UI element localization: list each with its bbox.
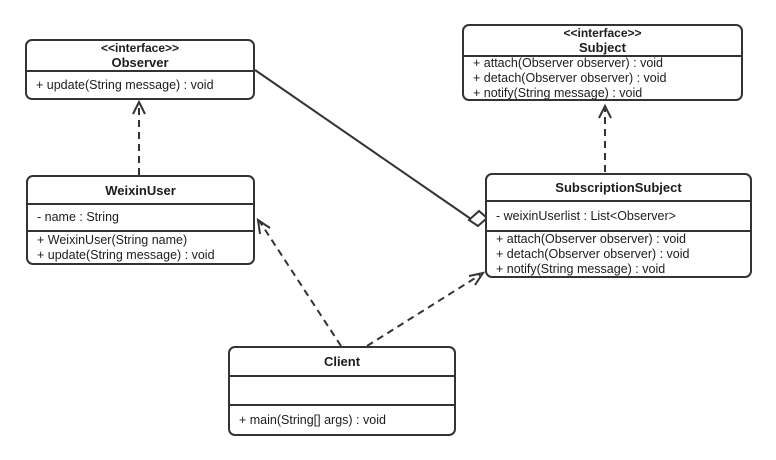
method-item: + detach(Observer observer) : void (496, 246, 690, 261)
methods-compartment: + main(String[] args) : void (230, 404, 454, 434)
method-item: + update(String message) : void (36, 77, 214, 92)
open-arrowhead-icon (468, 271, 486, 286)
class-name: SubscriptionSubject (555, 180, 682, 195)
attributes-compartment: - name : String (28, 203, 253, 230)
title-compartment: WeixinUser (28, 177, 253, 203)
class-box-subscriptionsubject: SubscriptionSubject - weixinUserlist : L… (485, 173, 752, 278)
class-name: Observer (111, 55, 169, 70)
methods-compartment: + update(String message) : void (27, 70, 253, 98)
dependency-connector-client-weixinuser (256, 217, 342, 347)
aggregation-diamond-icon (467, 209, 489, 228)
stereotype-label: <<interface>> (100, 41, 180, 55)
method-item: + attach(Observer observer) : void (473, 55, 664, 70)
title-compartment: <<interface>> Observer (27, 41, 253, 70)
class-name: Client (323, 354, 361, 369)
method-item: + notify(String message) : void (473, 85, 643, 100)
class-name: Subject (579, 40, 626, 55)
realization-connector-subscriptionsubject-subject (598, 103, 612, 172)
realization-connector-weixinuser-observer (132, 99, 146, 175)
class-box-observer: <<interface>> Observer + update(String m… (25, 39, 255, 100)
open-arrowhead-icon (256, 217, 271, 235)
method-item: + WeixinUser(String name) (37, 232, 188, 247)
attributes-compartment: - weixinUserlist : List<Observer> (487, 200, 750, 230)
method-item: + update(String message) : void (37, 247, 215, 262)
aggregation-connector-subscriptionsubject-observer (254, 69, 489, 228)
method-item: + notify(String message) : void (496, 261, 666, 276)
methods-compartment: + WeixinUser(String name) + update(Strin… (28, 230, 253, 263)
attributes-compartment (230, 375, 454, 404)
class-name: WeixinUser (105, 182, 176, 198)
methods-compartment: + attach(Observer observer) : void + det… (464, 55, 741, 99)
methods-compartment: + attach(Observer observer) : void + det… (487, 230, 750, 276)
attribute-item: - weixinUserlist : List<Observer> (496, 208, 676, 223)
method-item: + detach(Observer observer) : void (473, 70, 667, 85)
dependency-connector-client-subscriptionsubject (366, 271, 486, 347)
class-box-subject: <<interface>> Subject + attach(Observer … (462, 24, 743, 101)
class-box-client: Client + main(String[] args) : void (228, 346, 456, 436)
title-compartment: Client (230, 348, 454, 375)
stereotype-label: <<interface>> (563, 26, 642, 40)
method-item: + main(String[] args) : void (239, 412, 386, 427)
title-compartment: SubscriptionSubject (487, 175, 750, 200)
open-arrowhead-icon (598, 103, 612, 119)
class-box-weixinuser: WeixinUser - name : String + WeixinUser(… (26, 175, 255, 265)
method-item: + attach(Observer observer) : void (496, 231, 687, 246)
attribute-item: - name : String (37, 210, 119, 224)
open-arrowhead-icon (132, 99, 146, 115)
title-compartment: <<interface>> Subject (464, 26, 741, 55)
